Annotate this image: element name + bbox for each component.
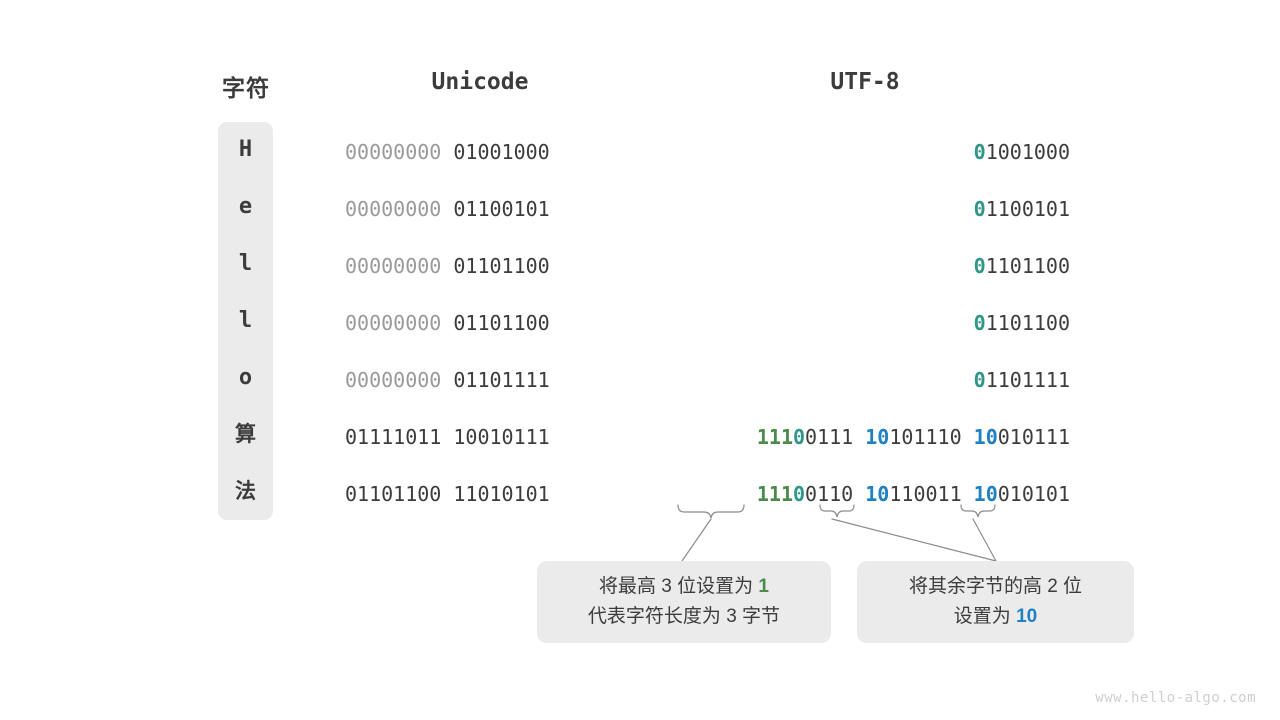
bit-segment-teal: 0: [973, 311, 986, 335]
bit-segment-blue: 10: [865, 425, 890, 449]
annotation-right-line-1: 将其余字节的高 2 位: [908, 576, 1083, 597]
bit-segment-green: 111: [756, 425, 793, 449]
brace-1110: [677, 504, 745, 519]
bit-segment-teal: 0: [973, 254, 986, 278]
bit-segment-dark: 01101100: [453, 254, 550, 278]
bit-segment-dim: 00000000: [345, 368, 454, 392]
annotation-left-line-1-prefix: 将最高 3 位设置为: [599, 576, 759, 597]
character-cell: l: [238, 251, 253, 276]
bit-segment-dark: 01100101: [453, 197, 550, 221]
bit-segment-teal: 0: [973, 197, 986, 221]
bit-segment-blue: 10: [973, 482, 998, 506]
annotation-left-line-1: 将最高 3 位设置为 1: [599, 572, 769, 602]
unicode-bits: 00000000 01001000: [345, 140, 615, 164]
connector-right-b: [972, 518, 997, 562]
bit-segment-dark: 01101111: [453, 368, 550, 392]
annotation-right-line-2: 设置为 10: [954, 602, 1037, 632]
utf8-bits: 01101111: [660, 368, 1070, 392]
bit-segment-blue: 10: [865, 482, 890, 506]
bit-segment-dim: 00000000: [345, 140, 454, 164]
bit-segment-dark: 1101111: [985, 368, 1070, 392]
brace-10-second: [960, 504, 996, 518]
bit-segment-dark: 010101: [997, 482, 1070, 506]
bit-segment-dark: 1101100: [985, 311, 1070, 335]
utf8-bits: 01101100: [660, 254, 1070, 278]
character-cell: H: [238, 137, 253, 162]
bit-segment-dark: 01101100 11010101: [345, 482, 550, 506]
bit-segment-green: 111: [756, 482, 793, 506]
unicode-bits: 01111011 10010111: [345, 425, 615, 449]
bit-segment-dim: 00000000: [345, 197, 454, 221]
bit-segment-dim: 00000000: [345, 254, 454, 278]
unicode-bits: 00000000 01100101: [345, 197, 615, 221]
utf8-bits: 01100101: [660, 197, 1070, 221]
bit-segment-dark: 0111: [805, 425, 866, 449]
utf8-bits: 11100110 10110011 10010101: [660, 482, 1070, 506]
annotation-leading-bits: 将最高 3 位设置为 1 代表字符长度为 3 字节: [537, 561, 831, 643]
bit-segment-teal: 0: [793, 482, 806, 506]
character-cell: e: [238, 194, 253, 219]
brace-10-first: [819, 504, 855, 518]
bit-segment-dark: 110011: [889, 482, 974, 506]
site-watermark: www.hello-algo.com: [1095, 690, 1256, 706]
bit-segment-blue: 10: [973, 425, 998, 449]
unicode-bits: 00000000 01101100: [345, 254, 615, 278]
utf8-bits: 11100111 10101110 10010111: [660, 425, 1070, 449]
column-header-utf8: UTF-8: [830, 69, 900, 95]
unicode-bits: 01101100 11010101: [345, 482, 615, 506]
utf8-bits: 01001000: [660, 140, 1070, 164]
utf8-bits: 01101100: [660, 311, 1070, 335]
connector-left: [681, 518, 712, 562]
annotation-right-highlight: 10: [1016, 606, 1038, 627]
bit-segment-dark: 101110: [889, 425, 974, 449]
bit-segment-dark: 01111011 10010111: [345, 425, 550, 449]
character-column-panel: [218, 122, 273, 520]
connector-right-a: [831, 518, 997, 562]
bit-segment-teal: 0: [793, 425, 806, 449]
unicode-bits: 00000000 01101111: [345, 368, 615, 392]
bit-segment-dark: 0110: [805, 482, 866, 506]
annotation-continuation-bits: 将其余字节的高 2 位 设置为 10: [857, 561, 1134, 643]
bit-segment-teal: 0: [973, 368, 986, 392]
bit-segment-dark: 010111: [997, 425, 1070, 449]
character-cell: l: [238, 308, 253, 333]
annotation-left-line-2: 代表字符长度为 3 字节: [587, 606, 781, 627]
column-header-character: 字符: [222, 75, 270, 101]
bit-segment-dark: 1100101: [985, 197, 1070, 221]
bit-segment-dim: 00000000: [345, 311, 454, 335]
annotation-right-line-2-prefix: 设置为: [953, 606, 1017, 627]
bit-segment-dark: 1001000: [985, 140, 1070, 164]
character-cell: 算: [235, 423, 256, 446]
bit-segment-dark: 1101100: [985, 254, 1070, 278]
annotation-left-highlight: 1: [758, 576, 769, 597]
unicode-bits: 00000000 01101100: [345, 311, 615, 335]
character-cell: o: [238, 365, 253, 390]
bit-segment-dark: 01101100: [453, 311, 550, 335]
bit-segment-teal: 0: [973, 140, 986, 164]
bit-segment-dark: 01001000: [453, 140, 550, 164]
column-header-unicode: Unicode: [431, 69, 529, 95]
character-cell: 法: [235, 480, 256, 503]
